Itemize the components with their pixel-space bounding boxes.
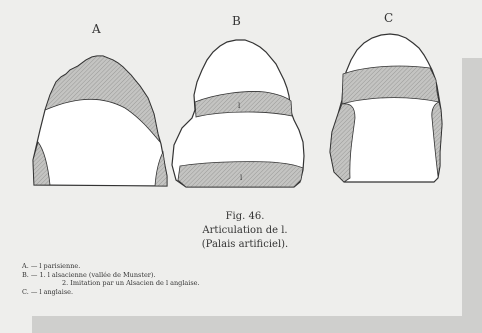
legend-line-c: C. — l anglaise. <box>22 288 352 297</box>
figure-number: Fig. 46. <box>170 210 320 224</box>
legend-line-b1: B. — 1. l alsacienne (vallée de Munster)… <box>22 271 352 280</box>
figure-title: Articulation de l. <box>170 224 320 238</box>
legend-line-a: A. — l parisienne. <box>22 262 352 271</box>
figure-subtitle: (Palais artificiel). <box>170 238 320 252</box>
panel-a-label: A <box>92 22 101 36</box>
panel-c-label: C <box>384 11 394 25</box>
panel-c-palate <box>330 34 442 182</box>
figure-legend: A. — l parisienne. B. — 1. l alsacienne … <box>22 262 352 296</box>
panel-b-palate <box>172 40 304 187</box>
legend-line-b2: 2. Imitation par un Alsacien de l anglai… <box>22 279 352 288</box>
panel-b-label: B <box>232 14 241 28</box>
panel-a-palate <box>33 56 167 186</box>
